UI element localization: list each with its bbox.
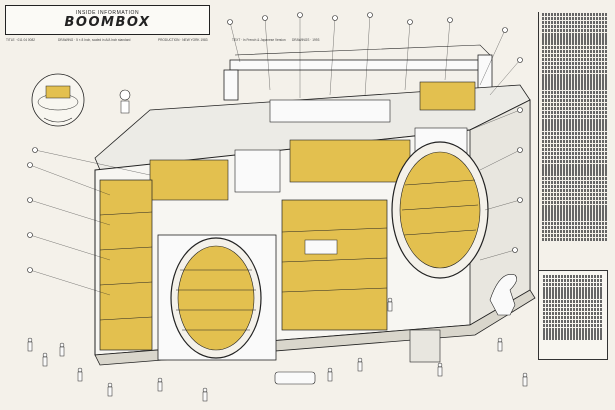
callout-markers bbox=[27, 12, 523, 296]
meta-drawings: DRAWINGS · 1993 bbox=[292, 38, 320, 42]
meta-production: PRODUCTION · NEW YORK 1983 bbox=[158, 38, 208, 42]
left-speaker bbox=[157, 234, 277, 361]
meta-drawing: DRAWING · 5 × 8 Inch, scaled in A/A Inch… bbox=[58, 38, 131, 42]
center-panel bbox=[281, 199, 388, 331]
left-section bbox=[99, 179, 153, 351]
poster-kicker: INSIDE INFORMATION bbox=[75, 10, 140, 16]
poster-title: BOOMBOX bbox=[64, 15, 151, 30]
bulb-icon bbox=[119, 89, 131, 101]
meta-title: TITLE · 011 04 0082 bbox=[6, 38, 35, 42]
legend-box bbox=[538, 270, 608, 360]
title-box: INSIDE INFORMATION BOOMBOX bbox=[5, 5, 210, 35]
legend-list bbox=[538, 12, 608, 352]
dinosaur-illustration bbox=[489, 273, 517, 316]
crate-illustration bbox=[409, 329, 441, 363]
boombox-handle bbox=[223, 44, 493, 101]
crowd-figures bbox=[27, 297, 528, 402]
meta-text: TEXT · In French & Japanese Version bbox=[232, 38, 286, 42]
car-illustration bbox=[274, 371, 316, 385]
globe-illustration bbox=[31, 73, 85, 127]
right-speaker bbox=[391, 141, 489, 279]
